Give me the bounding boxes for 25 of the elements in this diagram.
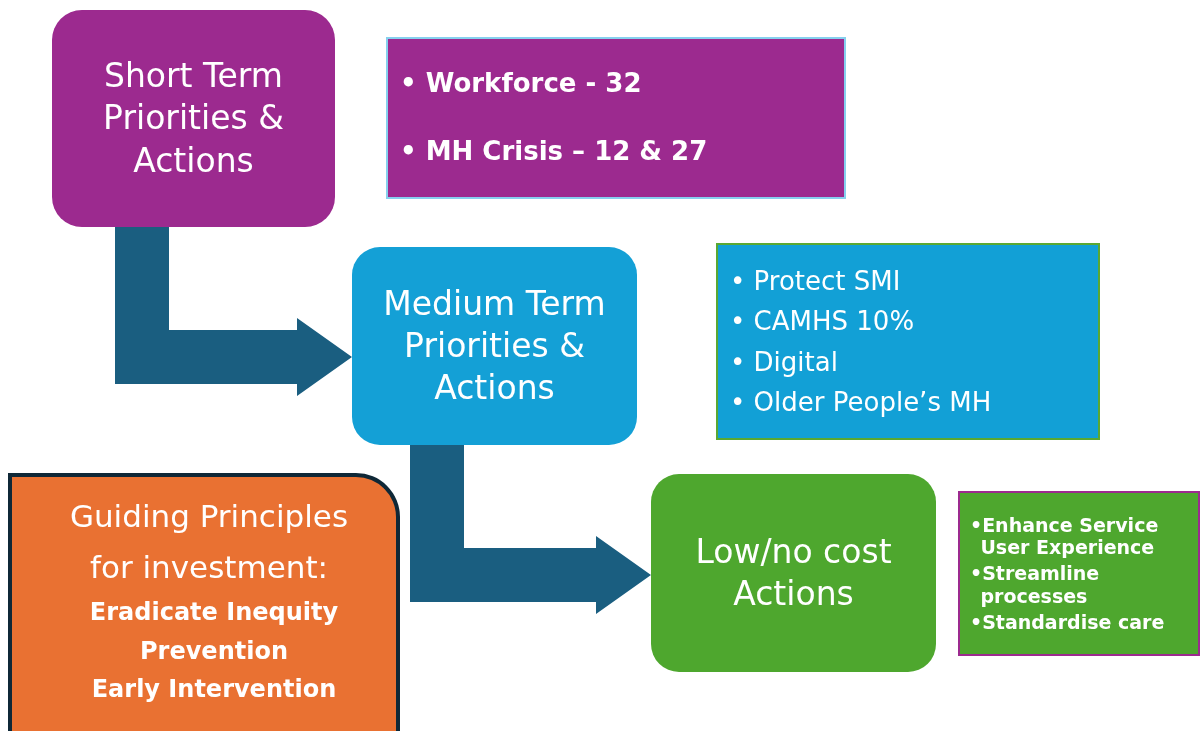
bullet-item: • CAMHS 10% — [730, 305, 916, 339]
bullet-list-box — [386, 37, 846, 199]
stage-box — [651, 474, 936, 672]
bullet-item: • MH Crisis – 12 & 27 — [400, 135, 709, 168]
bullet-item: • Workforce - 32 — [400, 67, 643, 101]
principle-item: Eradicate Inequity — [88, 597, 339, 629]
bullet-list-box — [958, 491, 1200, 656]
stage-title: Low/no cost Actions — [694, 530, 893, 615]
bullet-list-box — [716, 243, 1100, 440]
bullet-item: • Older People’s MH — [730, 385, 993, 419]
bullet-item: •Standardise care — [970, 610, 1166, 634]
principle-item: Early Intervention — [90, 674, 337, 706]
bullet-item: •Streamline processes — [970, 562, 1101, 608]
principles-heading: Guiding Principles for investment: — [68, 497, 350, 588]
stage-box — [52, 10, 335, 227]
stage-title: Short Term Priorities & Actions — [102, 55, 285, 182]
bent-arrow — [410, 445, 651, 614]
principle-item: Prevention — [139, 635, 288, 667]
principles-box — [8, 473, 400, 731]
bullet-item: • Protect SMI — [730, 264, 902, 298]
stage-title: Medium Term Priorities & Actions — [382, 282, 607, 410]
stage-box — [352, 247, 637, 445]
bullet-item: • Digital — [730, 345, 839, 379]
bullet-item: •Enhance Service User Experience — [970, 513, 1160, 560]
bent-arrow — [115, 227, 352, 396]
